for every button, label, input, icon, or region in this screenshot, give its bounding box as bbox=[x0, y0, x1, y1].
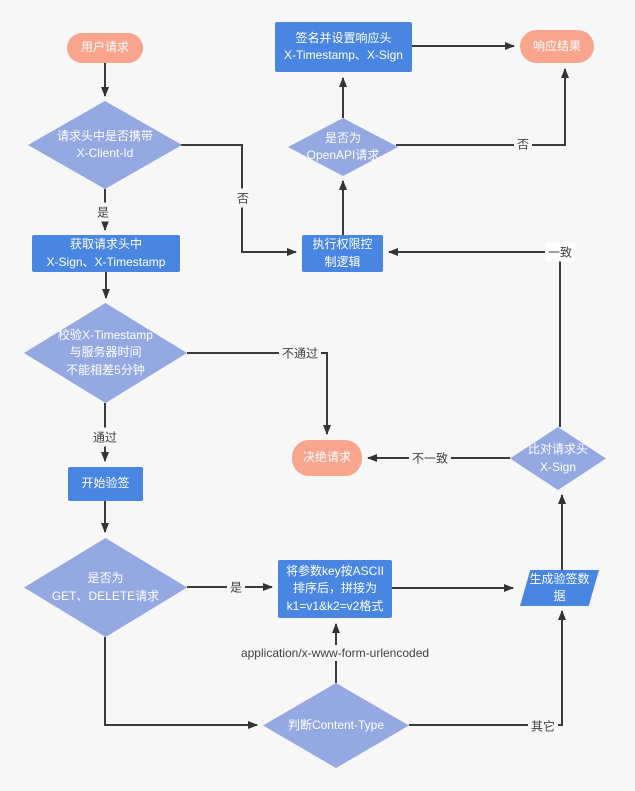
edge-method-no bbox=[104, 637, 258, 729]
edge-contenttype-other bbox=[409, 610, 566, 726]
edge-label-yes-method: 是 bbox=[226, 577, 246, 597]
node-start-label: 用户请求 bbox=[80, 40, 129, 55]
node-sort-params: 将参数key按ASCII 排序后，拼接为 k1=v1&k2=v2格式 bbox=[278, 560, 392, 618]
node-start-verify-label: 开始验签 bbox=[81, 476, 130, 491]
node-gen-sign-data: 生成验签数 据 bbox=[520, 570, 599, 606]
edge-label-yes-client: 是 bbox=[93, 202, 113, 222]
node-sort-params-label: 将参数key按ASCII 排序后，拼接为 k1=v1&k2=v2格式 bbox=[285, 563, 385, 613]
node-check-client-id: 请求头中是否携带 X-Client-Id bbox=[28, 101, 182, 189]
node-compare-sign: 比对请求头 X-Sign bbox=[510, 427, 606, 490]
node-check-method-label: 是否为 GET、DELETE请求 bbox=[51, 571, 160, 603]
node-check-method: 是否为 GET、DELETE请求 bbox=[24, 538, 187, 637]
node-gen-sign-data-label: 生成验签数 据 bbox=[529, 571, 590, 603]
node-check-openapi: 是否为 OpenAPI请求 bbox=[288, 118, 398, 176]
node-reject-label: 决绝请求 bbox=[302, 450, 351, 465]
edge-label-form-urlencoded: application/x-www-form-urlencoded bbox=[237, 645, 433, 661]
node-check-timestamp: 校验X-Timestamp 与服务器时间 不能相差5分钟 bbox=[24, 303, 187, 403]
node-response: 响应结果 bbox=[520, 30, 594, 63]
node-check-openapi-label: 是否为 OpenAPI请求 bbox=[306, 130, 380, 162]
node-sign-response: 签名并设置响应头 X-Timestamp、X-Sign bbox=[275, 22, 412, 72]
node-response-label: 响应结果 bbox=[532, 38, 581, 53]
node-start-verify: 开始验签 bbox=[68, 467, 143, 501]
edge-openapi-no bbox=[396, 68, 569, 146]
node-compare-sign-label: 比对请求头 X-Sign bbox=[527, 442, 588, 474]
edge-timestamp-nopass bbox=[187, 352, 331, 435]
node-check-content-type-label: 判断Content-Type bbox=[287, 717, 385, 732]
edge-label-no-pass: 不通过 bbox=[278, 343, 322, 363]
edge-label-pass: 通过 bbox=[89, 427, 121, 447]
node-reject: 决绝请求 bbox=[292, 440, 362, 476]
edge-label-match: 一致 bbox=[544, 242, 576, 262]
node-exec-permission: 执行权限控 制逻辑 bbox=[302, 235, 383, 272]
edge-label-no-match: 不一致 bbox=[408, 448, 452, 468]
node-check-client-id-label: 请求头中是否携带 X-Client-Id bbox=[56, 128, 153, 160]
node-get-headers: 获取请求头中 X-Sign、X-Timestamp bbox=[32, 235, 180, 272]
node-check-timestamp-label: 校验X-Timestamp 与服务器时间 不能相差5分钟 bbox=[58, 327, 153, 377]
node-get-headers-label: 获取请求头中 X-Sign、X-Timestamp bbox=[46, 237, 166, 269]
node-sign-response-label: 签名并设置响应头 X-Timestamp、X-Sign bbox=[284, 30, 403, 62]
edge-compare-match bbox=[388, 248, 561, 427]
node-start: 用户请求 bbox=[67, 33, 143, 63]
node-exec-permission-label: 执行权限控 制逻辑 bbox=[312, 237, 373, 269]
edge-label-no-openapi: 否 bbox=[513, 134, 533, 154]
edge-label-other: 其它 bbox=[527, 716, 559, 736]
node-check-content-type: 判断Content-Type bbox=[263, 683, 409, 768]
edge-label-no-client: 否 bbox=[233, 188, 253, 208]
